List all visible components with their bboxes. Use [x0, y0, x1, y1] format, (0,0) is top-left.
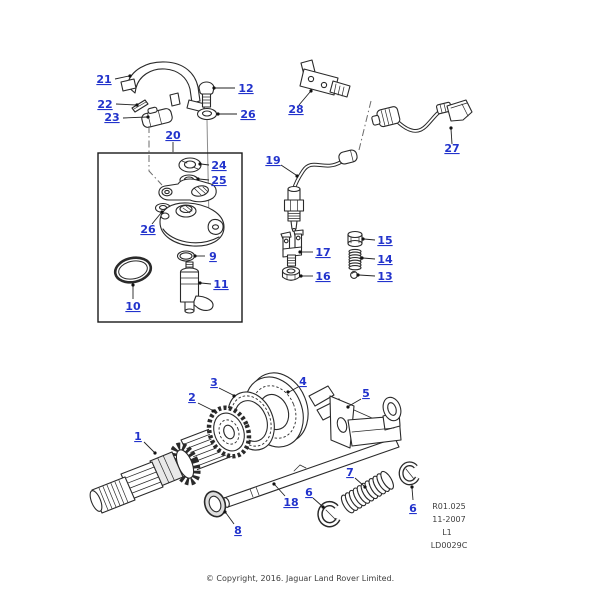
callout-3-label: 3	[210, 376, 218, 389]
part-24-nut	[178, 157, 202, 173]
callout-24: 24	[198, 159, 227, 172]
part-6-clip-left	[317, 500, 341, 528]
part-21-bracket	[120, 61, 206, 113]
callout-10-label: 10	[125, 300, 141, 313]
callout-28: 28	[288, 89, 313, 116]
part-22-pin	[131, 99, 149, 113]
callout-16: 16	[299, 270, 331, 283]
callout-28-label: 28	[288, 103, 303, 116]
callout-20-label: 20	[165, 129, 181, 142]
callout-26-box-label: 26	[140, 223, 156, 236]
callout-5: 5	[346, 387, 370, 409]
callout-18-label: 18	[283, 496, 298, 509]
callout-7-label: 7	[346, 466, 354, 479]
callout-13-label: 13	[377, 270, 392, 283]
part-8-seal	[203, 490, 227, 518]
callout-9-label: 9	[209, 250, 217, 263]
callout-2-label: 2	[188, 391, 196, 404]
callout-22: 22	[97, 98, 139, 111]
part-19-sensor	[283, 149, 358, 233]
callout-23: 23	[104, 111, 150, 124]
callout-6-left-label: 6	[305, 486, 313, 499]
callout-25-label: 25	[211, 174, 226, 187]
callout-9: 9	[193, 250, 217, 263]
callout-20: 20	[165, 129, 181, 152]
part-10-oring	[113, 256, 153, 284]
callout-16-label: 16	[315, 270, 331, 283]
callout-26-box: 26	[140, 210, 164, 236]
callout-17-label: 17	[315, 246, 330, 259]
callout-27-label: 27	[444, 142, 459, 155]
callout-15: 15	[361, 234, 393, 247]
callout-14: 14	[360, 253, 393, 266]
selector-arm	[158, 178, 217, 203]
callout-3: 3	[210, 376, 236, 398]
callout-7: 7	[346, 466, 367, 489]
callout-18: 18	[272, 482, 299, 509]
part-17-clevis	[280, 229, 304, 267]
part-23-clip	[141, 106, 173, 128]
callout-19: 19	[265, 154, 299, 178]
part-5-shift-fork	[308, 385, 402, 449]
callout-13: 13	[356, 270, 393, 283]
callout-8-label: 8	[234, 524, 242, 537]
callout-24-label: 24	[211, 159, 227, 172]
callout-11-label: 11	[213, 278, 228, 291]
callout-21-label: 21	[96, 73, 111, 86]
part-7-spring	[340, 470, 394, 514]
callout-1-label: 1	[134, 430, 142, 443]
callout-23-label: 23	[104, 111, 119, 124]
part-12-bolt	[198, 81, 215, 108]
callout-12-label: 12	[238, 82, 253, 95]
callout-6-right: 6	[409, 485, 417, 515]
part-28-bracket	[299, 59, 351, 98]
plate-line-2: 11-2007	[432, 515, 465, 524]
part-9-oring	[176, 250, 196, 262]
part-16-nut	[281, 266, 301, 281]
callout-25: 25	[196, 174, 227, 187]
part-13-ball	[350, 271, 358, 279]
part-14-spring	[348, 248, 362, 271]
part-1-shaft-front	[89, 442, 201, 514]
assembly-guide-line	[206, 119, 210, 223]
callout-11: 11	[198, 278, 229, 291]
part-6-clip-right	[398, 461, 420, 486]
part-27-harness	[371, 99, 473, 133]
callout-10: 10	[125, 283, 141, 313]
callout-26-top-label: 26	[240, 108, 256, 121]
centerline-clip-to-arm	[148, 126, 163, 186]
callout-6-left: 6	[305, 486, 325, 509]
part-26-top-washer	[196, 107, 218, 121]
callout-22-label: 22	[97, 98, 112, 111]
callout-1: 1	[134, 430, 157, 455]
callout-4: 4	[286, 375, 307, 394]
part-group-box	[97, 152, 243, 323]
part-15-cap	[347, 230, 363, 248]
plate-line-1: R01.025	[432, 502, 466, 511]
callout-6-right-label: 6	[409, 502, 417, 515]
centerline-harness-to-sensor	[358, 100, 372, 151]
copyright-notice: © Copyright, 2016. Jaguar Land Rover Lim…	[206, 574, 394, 583]
callout-17: 17	[298, 246, 331, 259]
callout-8: 8	[223, 510, 242, 537]
actuator-cover	[159, 202, 225, 247]
reference-plate: R01.025 11-2007 L1 LD0029C	[431, 502, 468, 550]
plate-line-4: LD0029C	[431, 541, 468, 550]
callout-4-label: 4	[299, 375, 307, 388]
callout-27: 27	[444, 126, 460, 155]
callout-19-label: 19	[265, 154, 280, 167]
callout-2: 2	[188, 391, 215, 413]
part-2-synchro-hub	[206, 405, 252, 459]
callout-21: 21	[96, 73, 132, 86]
plate-line-3: L1	[442, 528, 452, 537]
part-11-plunger	[179, 261, 214, 314]
callout-26-top: 26	[216, 108, 256, 121]
callout-5-label: 5	[362, 387, 370, 400]
callout-12: 12	[212, 82, 254, 95]
callout-15-label: 15	[377, 234, 392, 247]
callout-14-label: 14	[377, 253, 393, 266]
